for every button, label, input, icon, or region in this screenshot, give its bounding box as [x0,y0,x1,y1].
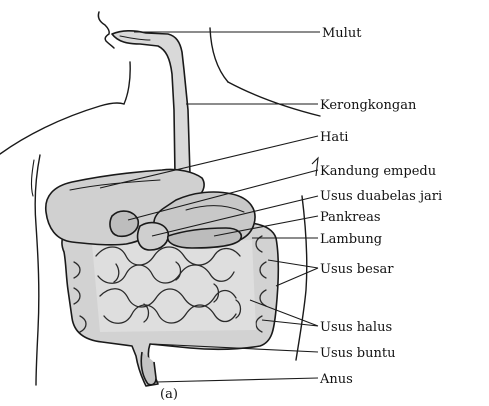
label-mulut: Mulut [322,26,362,41]
gallbladder [110,211,138,236]
label-usus-besar: Usus besar [320,262,394,277]
label-usus-halus: Usus halus [320,320,392,335]
label-usus-duabelas-jari: Usus duabelas jari [320,189,442,204]
label-kandung-empedu: Kandung empedu [320,164,436,179]
small-intestine [92,240,256,332]
figure-caption: (a) [160,387,178,401]
label-hati: Hati [320,130,348,145]
label-lambung: Lambung [320,232,382,247]
label-pankreas: Pankreas [320,210,381,225]
label-usus-buntu: Usus buntu [320,346,395,361]
label-kerongkongan: Kerongkongan [320,98,417,113]
label-anus: Anus [319,372,353,387]
